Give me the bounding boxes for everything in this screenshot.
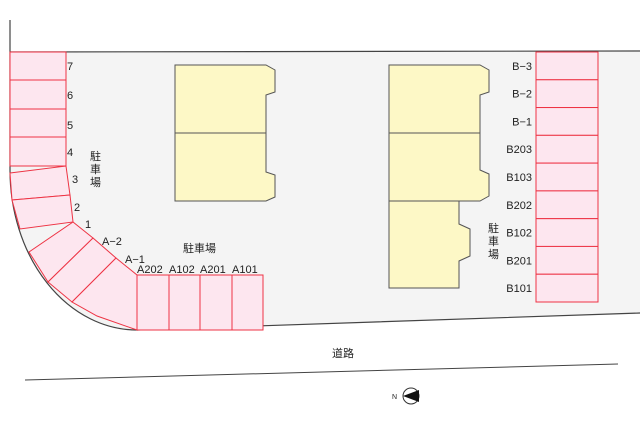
- space-label: B102: [506, 228, 532, 240]
- parking-space-B101[interactable]: [535, 273, 599, 303]
- parking-space-B−3[interactable]: [535, 51, 599, 81]
- parking-space-B202[interactable]: [535, 190, 599, 220]
- space-label: 1: [85, 219, 91, 231]
- space-label: B103: [506, 172, 532, 184]
- parking-label-right: 駐車場: [488, 221, 499, 261]
- parking-space-a101[interactable]: [231, 274, 264, 331]
- space-label: B101: [506, 283, 532, 295]
- parking-space-a201[interactable]: [199, 274, 233, 331]
- space-label: A102: [169, 264, 195, 276]
- space-label: B−2: [512, 89, 532, 101]
- space-label: 7: [67, 61, 73, 73]
- space-label: 5: [67, 120, 73, 132]
- space-label: A201: [200, 264, 226, 276]
- left-space-labels: 7 6 5 4 3 2 1 A−2 A−1: [67, 61, 145, 266]
- space-label: A−2: [102, 236, 122, 248]
- space-label: B−1: [512, 116, 532, 128]
- parking-space-5[interactable]: [9, 108, 67, 138]
- road-label: 道路: [332, 346, 354, 360]
- bottom-parking: A202 A102 A201 A101: [136, 264, 264, 331]
- svg-text:N: N: [392, 394, 397, 401]
- space-label: A−1: [125, 254, 145, 266]
- parking-label-center: 駐車場: [183, 241, 216, 255]
- space-label: 2: [74, 202, 80, 214]
- lot-area: [10, 20, 640, 330]
- space-label: 3: [72, 174, 78, 186]
- parking-space-B203[interactable]: [535, 134, 599, 164]
- parking-space-6[interactable]: [9, 79, 67, 110]
- building-b: [388, 64, 490, 289]
- parking-space-B103[interactable]: [535, 162, 599, 192]
- parking-space-B102[interactable]: [535, 218, 599, 247]
- parking-space-B201[interactable]: [535, 245, 599, 275]
- north-arrow-icon: N: [392, 387, 420, 405]
- parking-space-B−2[interactable]: [535, 79, 599, 109]
- road-edge: [24, 363, 619, 381]
- left-parking: [9, 51, 138, 331]
- parking-space-B−1[interactable]: [535, 107, 599, 136]
- space-label: A202: [137, 264, 163, 276]
- space-label: B202: [506, 200, 532, 212]
- building-a: [174, 64, 276, 202]
- space-label: B201: [506, 255, 532, 267]
- space-label: B203: [506, 144, 532, 156]
- space-label: 4: [67, 147, 73, 159]
- parking-space-4[interactable]: [9, 136, 67, 167]
- parking-space-7[interactable]: [9, 51, 67, 81]
- parking-label: 駐車場: [90, 149, 101, 189]
- parking-space-a202[interactable]: [136, 274, 170, 331]
- space-label: B−3: [512, 61, 532, 73]
- parking-label-left: 駐車場: [90, 149, 101, 189]
- space-label: 6: [67, 90, 73, 102]
- parking-space-a1[interactable]: [71, 257, 138, 331]
- parking-label: 駐車場: [488, 221, 499, 261]
- space-label: A101: [232, 264, 258, 276]
- parking-space-a102[interactable]: [168, 274, 201, 331]
